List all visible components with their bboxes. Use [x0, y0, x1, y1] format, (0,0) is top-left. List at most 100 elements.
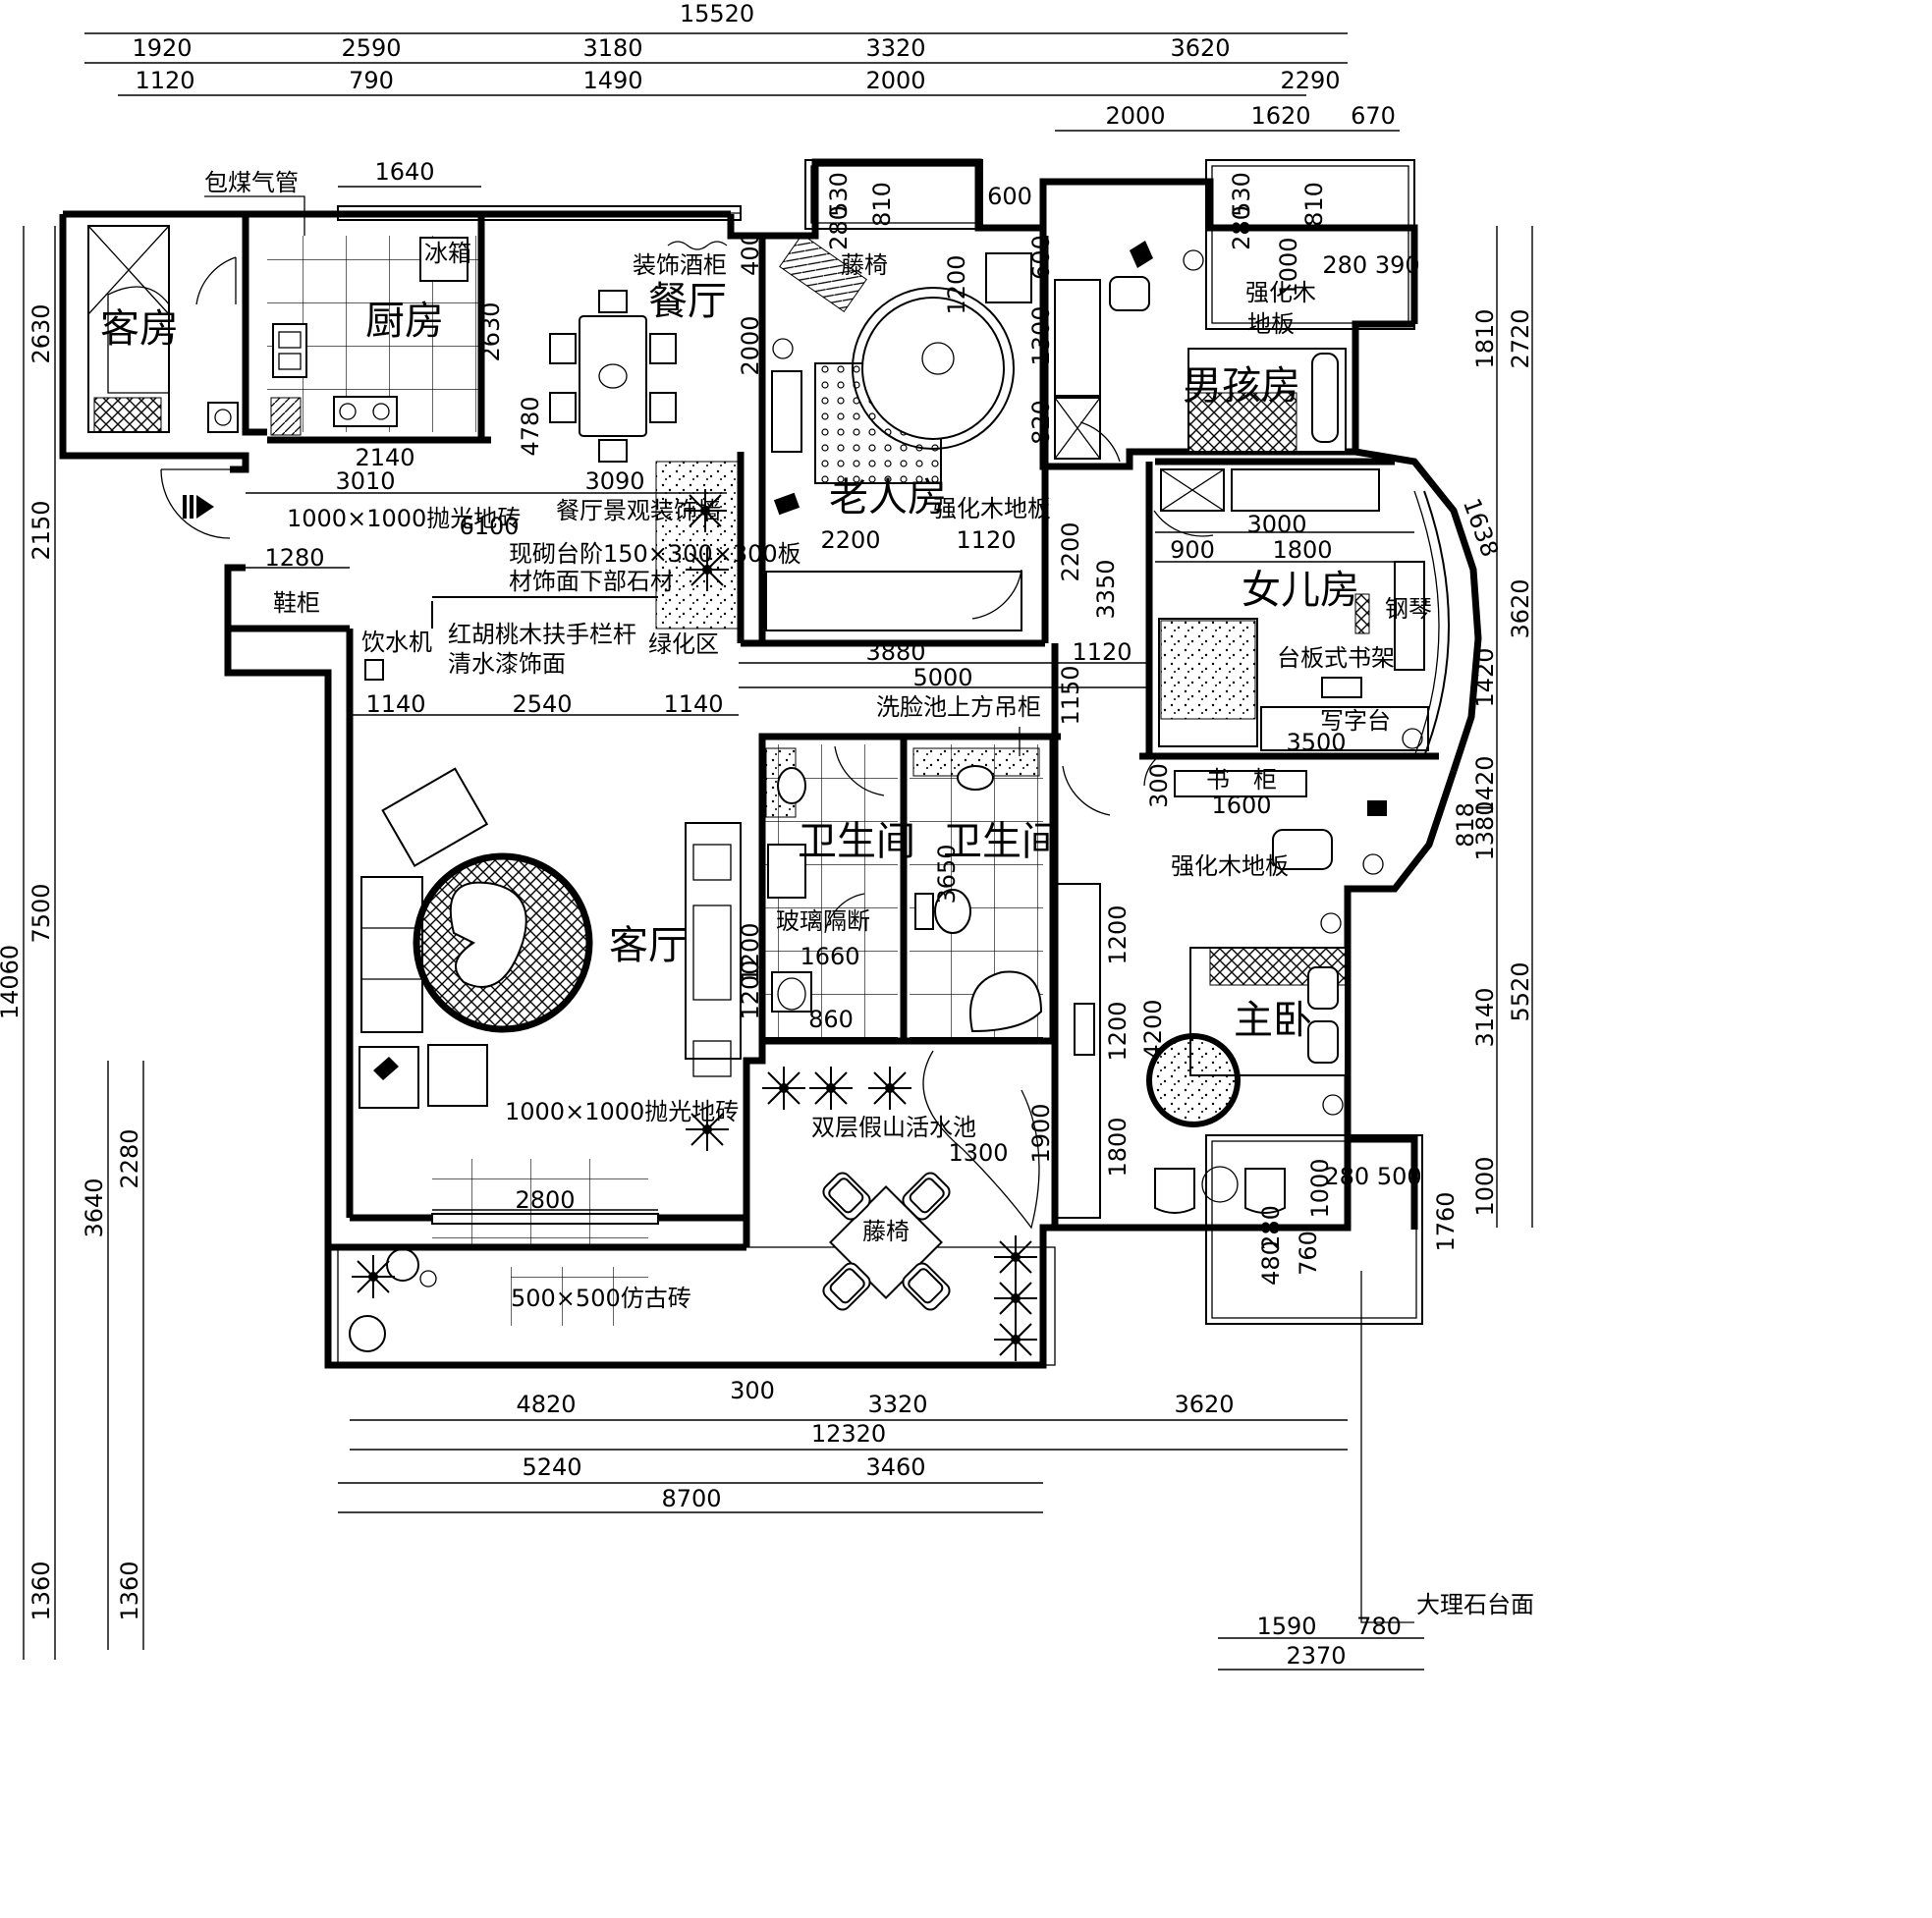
dim-bot-3620: 3620	[1174, 1391, 1234, 1418]
door-swings	[160, 256, 1214, 934]
dim-right-1380: 1380	[1471, 800, 1499, 860]
note-glass-partition: 玻璃隔断	[776, 907, 870, 935]
room-master: 主卧	[1234, 998, 1312, 1043]
dim-b1-810: 810	[868, 182, 896, 227]
dim-left-7500: 7500	[28, 883, 55, 943]
dim-b2-810: 810	[1300, 182, 1328, 227]
note-piano: 钢琴	[1385, 595, 1432, 623]
dim-1200d: 1200	[1104, 904, 1132, 964]
dim-top-r1-5: 3620	[1170, 34, 1230, 62]
dim-bot-12320: 12320	[811, 1420, 886, 1448]
dim-280-390: 280 390	[1322, 251, 1419, 279]
dim-bot-3460: 3460	[865, 1453, 925, 1481]
living-room-furniture	[359, 767, 742, 1109]
note-green-area: 绿化区	[648, 630, 719, 658]
dim-1200b: 1200	[737, 922, 764, 982]
dim-kitchen-win: 1640	[374, 158, 434, 186]
dim-1120a: 1120	[956, 526, 1016, 554]
dim-top-r2-1: 1120	[135, 67, 194, 94]
dim-top-r3-2: 1620	[1250, 102, 1310, 130]
room-bath1: 卫生间	[798, 819, 915, 864]
dim-1280: 1280	[264, 544, 324, 572]
dim-left-3640: 3640	[81, 1178, 108, 1237]
dim-right-1420: 1420	[1471, 755, 1499, 815]
room-elder: 老人房	[829, 475, 947, 521]
note-shoe-cabinet: 鞋柜	[273, 589, 320, 617]
dim-top-r1-3: 3180	[582, 34, 642, 62]
balconies	[337, 159, 1423, 1366]
dim-right-1810: 1810	[1471, 308, 1499, 368]
dim-4200: 4200	[1139, 999, 1167, 1059]
room-dining: 餐厅	[648, 279, 727, 324]
note-water-dispenser: 饮水机	[361, 629, 432, 656]
dim-dining-h: 4780	[517, 396, 544, 456]
dim-top-r2-3: 1490	[582, 67, 642, 94]
room-living: 客厅	[609, 923, 688, 968]
balcony-tile-patch	[511, 1267, 648, 1326]
dim-right-1760: 1760	[1432, 1191, 1460, 1251]
dim-1140b: 1140	[663, 690, 723, 718]
dim-818: 818	[1452, 802, 1479, 848]
dimension-texts: 15520 1920 2590 3180 3320 3620 1120 790 …	[0, 0, 1534, 1670]
note-laminate-2: 强化木地板	[933, 495, 1051, 522]
dim-kitchen-h: 2630	[477, 301, 505, 361]
note-rockery-pool: 双层假山活水池	[811, 1114, 976, 1141]
dim-780: 780	[1356, 1613, 1402, 1640]
corridor-wardrobes	[1054, 279, 1101, 1219]
dim-bot-4820: 4820	[516, 1391, 576, 1418]
dim-left-14060: 14060	[0, 945, 24, 1019]
note-dining-wall: 餐厅景观装饰墙	[556, 497, 721, 524]
bathroom-fixtures	[765, 747, 1095, 1056]
note-antique-tile: 500×500仿古砖	[511, 1285, 691, 1312]
dim-top-r3-3: 670	[1351, 102, 1396, 130]
dim-860: 860	[808, 1006, 854, 1033]
dim-2140: 2140	[355, 444, 414, 471]
dim-left-1360a: 1360	[28, 1561, 55, 1620]
dim-2200b: 2200	[1057, 521, 1084, 581]
room-bath2: 卫生间	[943, 819, 1061, 864]
dim-3000: 3000	[1246, 511, 1306, 538]
note-basin-cabinet: 洗脸池上方吊柜	[876, 693, 1041, 721]
note-step-2: 材饰面下部石材	[509, 568, 674, 595]
dining-set	[549, 241, 728, 463]
dim-top-r2-5: 2290	[1280, 67, 1340, 94]
note-laminate-3: 强化木地板	[1171, 852, 1289, 880]
dim-top-total: 15520	[680, 0, 754, 27]
dim-right-2720: 2720	[1507, 308, 1534, 368]
dim-left-2630: 2630	[28, 303, 55, 363]
note-rattan-chair-2: 藤椅	[862, 1218, 910, 1245]
entrance-arrow-icon	[183, 495, 214, 519]
dim-1420: 1420	[1471, 647, 1499, 707]
dim-top-r3-1: 2000	[1105, 102, 1165, 130]
dim-3500: 3500	[1286, 729, 1346, 756]
dim-top-r1-4: 3320	[865, 34, 925, 62]
dim-3010: 3010	[335, 467, 395, 495]
dim-1000b: 1000	[1306, 1158, 1334, 1218]
dim-b2-530: 530	[1228, 172, 1255, 217]
boy-room-furniture	[1109, 241, 1347, 453]
dim-right-3140: 3140	[1471, 987, 1499, 1047]
dim-300a: 300	[1145, 763, 1173, 808]
dim-1000a: 1000	[1275, 237, 1302, 297]
dim-820: 820	[1027, 400, 1055, 445]
guest-bed	[87, 225, 239, 433]
dim-bot-8700: 8700	[661, 1485, 721, 1512]
step-area	[431, 461, 740, 630]
dim-1140a: 1140	[365, 690, 425, 718]
note-handrail-2: 清水漆饰面	[448, 650, 566, 678]
dim-right-1000: 1000	[1471, 1156, 1499, 1216]
note-writing-desk: 写字台	[1320, 707, 1391, 735]
dim-280-500: 280 500	[1324, 1163, 1421, 1190]
note-rattan-chair-1: 藤椅	[841, 251, 888, 279]
dim-b1-280: 280	[825, 205, 853, 250]
dim-6100: 6100	[459, 513, 519, 540]
dim-2200a: 2200	[820, 526, 880, 554]
dim-1800b: 1800	[1104, 1117, 1132, 1177]
note-fridge: 冰箱	[424, 240, 471, 267]
dim-280b: 280	[1257, 1205, 1285, 1250]
room-guest: 客房	[100, 306, 179, 352]
note-gas-pipe: 包煤气管	[204, 169, 299, 196]
dim-3880: 3880	[865, 638, 925, 666]
dim-2540: 2540	[512, 690, 572, 718]
